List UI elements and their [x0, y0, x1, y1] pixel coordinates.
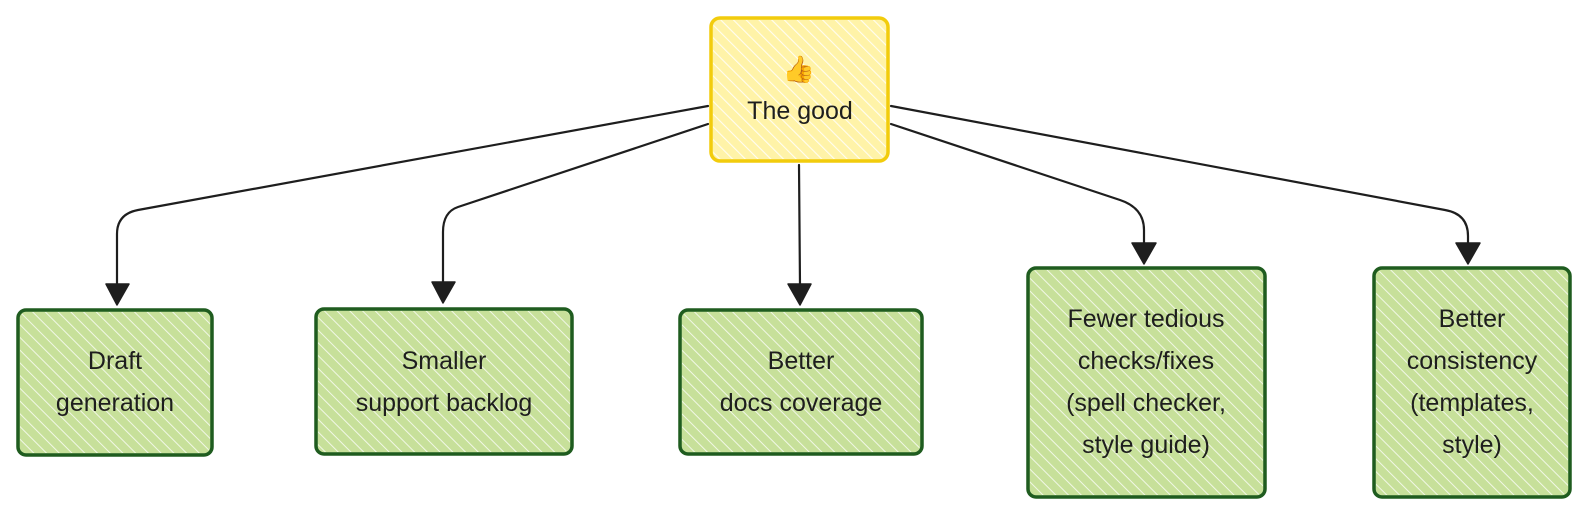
- child-node-label-line: Better: [768, 347, 835, 375]
- arrowhead-smaller-support-backlog: [431, 281, 456, 304]
- child-node-fewer-tedious-checks: Fewer tedious checks/fixes (spell checke…: [1026, 266, 1267, 499]
- connector-better-consistency: [889, 104, 1470, 246]
- arrowhead-better-docs-coverage: [787, 283, 812, 306]
- child-node-better-docs-coverage: Better docs coverage: [678, 308, 924, 456]
- connector-draft-generation: [115, 104, 710, 290]
- child-node-label-line: style): [1442, 431, 1502, 459]
- child-node-draft-generation: Draft generation: [16, 308, 214, 457]
- child-node-label-line: Draft: [88, 347, 142, 375]
- root-node: 👍 The good: [709, 16, 890, 163]
- connector-fewer-tedious-checks: [889, 122, 1146, 246]
- child-node-hatch: [318, 311, 570, 452]
- connectors: [105, 104, 1481, 306]
- child-node-hatch: [20, 312, 210, 453]
- child-node-label-line: generation: [56, 389, 174, 417]
- connector-better-docs-coverage: [797, 163, 802, 288]
- child-node-label-line: (templates,: [1410, 389, 1534, 417]
- child-node-label-line: docs coverage: [720, 389, 883, 417]
- arrowhead-better-consistency: [1455, 242, 1481, 265]
- root-node-hatch: [713, 20, 886, 159]
- root-node-label: The good: [747, 97, 853, 125]
- child-node-label-line: (spell checker,: [1066, 389, 1226, 417]
- child-node-hatch: [1376, 270, 1568, 495]
- arrowhead-draft-generation: [105, 283, 130, 306]
- child-node-smaller-support-backlog: Smaller support backlog: [314, 307, 574, 456]
- connector-smaller-support-backlog: [441, 122, 710, 285]
- thumbs-up-icon: 👍: [783, 54, 815, 84]
- arrowhead-fewer-tedious-checks: [1131, 242, 1157, 265]
- child-node-label-line: consistency: [1407, 347, 1538, 375]
- child-node-label-line: style guide): [1082, 431, 1210, 459]
- child-node-label-line: checks/fixes: [1078, 347, 1214, 375]
- child-node-label-line: Better: [1439, 305, 1506, 333]
- child-node-label-line: Smaller: [402, 347, 487, 375]
- child-node-label-line: Fewer tedious: [1067, 305, 1224, 333]
- child-node-label-line: support backlog: [356, 389, 533, 417]
- child-node-hatch: [1030, 270, 1263, 495]
- child-node-better-consistency: Better consistency (templates, style): [1372, 266, 1572, 499]
- child-node-hatch: [682, 312, 920, 452]
